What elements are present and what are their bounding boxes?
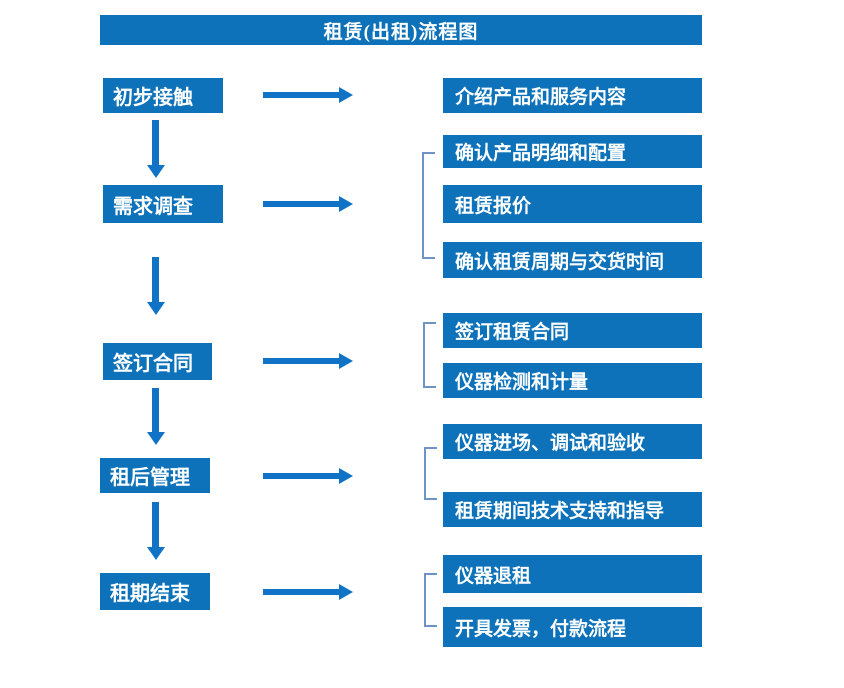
arrow-shaft (152, 502, 159, 547)
stage-box-sign-contract: 签订合同 (103, 343, 212, 380)
detail-box-rental-quotation: 租赁报价 (443, 185, 702, 223)
arrow-head (339, 196, 353, 212)
arrow-shaft (263, 358, 339, 364)
detail-box-invoice-payment: 开具发票，付款流程 (443, 607, 702, 647)
group-bracket (424, 573, 437, 627)
arrow-head (339, 468, 353, 484)
arrow-head (339, 87, 353, 103)
stage-box-initial-contact: 初步接触 (103, 78, 223, 113)
right-arrow-icon (263, 584, 353, 600)
arrow-shaft (263, 92, 339, 98)
group-bracket (423, 322, 436, 388)
right-arrow-icon (263, 468, 353, 484)
arrow-head (146, 547, 165, 560)
right-arrow-icon (263, 196, 353, 212)
stage-box-needs-survey: 需求调查 (103, 185, 223, 223)
detail-box-technical-support: 租赁期间技术支持和指导 (443, 492, 702, 527)
arrow-shaft (263, 201, 339, 207)
detail-box-confirm-product-config: 确认产品明细和配置 (443, 135, 702, 168)
stage-box-post-rental-management: 租后管理 (100, 458, 210, 493)
diagram-title-bar: 租赁(出租)流程图 (100, 15, 702, 45)
down-arrow-icon (146, 257, 165, 315)
arrow-shaft (152, 120, 159, 165)
detail-box-instrument-return: 仪器退租 (443, 555, 702, 593)
group-bracket (424, 447, 437, 500)
down-arrow-icon (146, 502, 165, 560)
arrow-shaft (152, 257, 159, 302)
arrow-head (146, 302, 165, 315)
diagram-title: 租赁(出租)流程图 (323, 21, 479, 43)
arrow-shaft (263, 589, 339, 595)
arrow-head (339, 584, 353, 600)
down-arrow-icon (146, 120, 165, 178)
arrow-shaft (263, 473, 339, 479)
arrow-head (339, 353, 353, 369)
detail-box-instrument-testing: 仪器检测和计量 (443, 363, 702, 398)
detail-box-introduce-products: 介绍产品和服务内容 (443, 78, 702, 113)
arrow-head (146, 165, 165, 178)
detail-box-confirm-period-delivery: 确认租赁周期与交货时间 (443, 242, 702, 278)
arrow-shaft (152, 388, 159, 432)
arrow-head (146, 432, 165, 445)
down-arrow-icon (146, 388, 165, 445)
right-arrow-icon (263, 87, 353, 103)
detail-box-instrument-setup-acceptance: 仪器进场、调试和验收 (443, 424, 702, 459)
group-bracket (422, 152, 435, 259)
detail-box-sign-rental-contract: 签订租赁合同 (443, 313, 702, 348)
right-arrow-icon (263, 353, 353, 369)
stage-box-rental-end: 租期结束 (100, 573, 210, 610)
